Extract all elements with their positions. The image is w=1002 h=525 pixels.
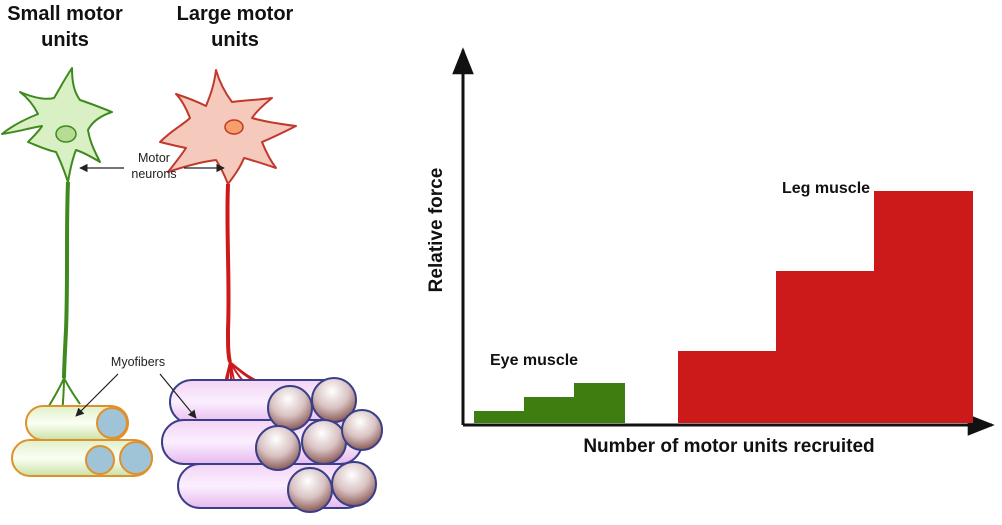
large-fiber-end-1: [267, 385, 313, 431]
large-fiber-end-5: [341, 409, 383, 451]
myofibers-arrow-right: [159, 373, 197, 419]
small-fiber-3-end: [85, 445, 115, 475]
large-fiber-end-6: [287, 467, 333, 513]
y-axis-label: Relative force: [426, 168, 447, 293]
motor-neurons-label-line1: Motor: [138, 151, 170, 165]
large-fiber-end-3: [255, 425, 301, 471]
leg-muscle-bar-1: [678, 351, 777, 423]
eye-muscle-bar-2: [524, 397, 575, 423]
large-neuron-axon: [225, 183, 232, 363]
small-neuron-axon: [62, 181, 70, 379]
force-recruitment-chart: Eye muscle Leg muscle Number of motor un…: [426, 47, 995, 457]
eye-muscle-label: Eye muscle: [490, 352, 578, 369]
leg-muscle-label: Leg muscle: [782, 180, 870, 197]
large-motor-units-title: Large motor: [177, 3, 294, 25]
x-axis-label: Number of motor units recruited: [583, 436, 874, 457]
large-fiber-end-4: [301, 419, 347, 465]
chart-bars: [474, 191, 973, 423]
large-myofibers: [161, 377, 383, 513]
small-myofibers: [11, 405, 153, 477]
large-fiber-end-7: [331, 461, 377, 507]
eye-muscle-bar-3: [574, 383, 625, 423]
leg-muscle-bar-3: [874, 191, 973, 423]
myofibers-label: Myofibers: [111, 355, 165, 369]
small-fiber-2-end: [119, 441, 153, 475]
eye-muscle-bar-1: [474, 411, 525, 423]
small-neuron-nucleus: [55, 125, 77, 143]
motor-neurons-label-line2: neurons: [131, 167, 176, 181]
large-neuron-nucleus: [224, 119, 244, 135]
leg-muscle-bar-2: [776, 271, 875, 423]
myofibers-arrow-left: [75, 373, 119, 417]
small-motor-units-title: Small motor: [7, 3, 123, 25]
small-neuron-soma: [1, 67, 113, 183]
small-motor-units-title-line2: units: [41, 29, 89, 51]
small-fiber-1-end: [96, 407, 128, 439]
large-motor-units-title-line2: units: [211, 29, 259, 51]
